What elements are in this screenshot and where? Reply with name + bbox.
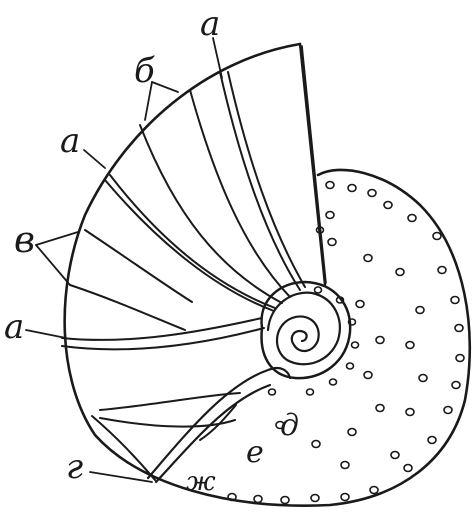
label-a-upper: а [60,121,80,161]
inner-whorl-spiral [262,282,351,378]
label-b: б [134,51,155,91]
label-d: д [280,408,299,443]
label-v: в [14,220,35,261]
label-zh: ж [186,467,216,497]
septa-lines [62,72,305,427]
label-e: е [246,435,264,470]
label-a-middle: а [4,307,24,347]
label-g: г [66,447,83,487]
shell-outline [65,44,470,506]
label-a-top: а [200,4,220,44]
